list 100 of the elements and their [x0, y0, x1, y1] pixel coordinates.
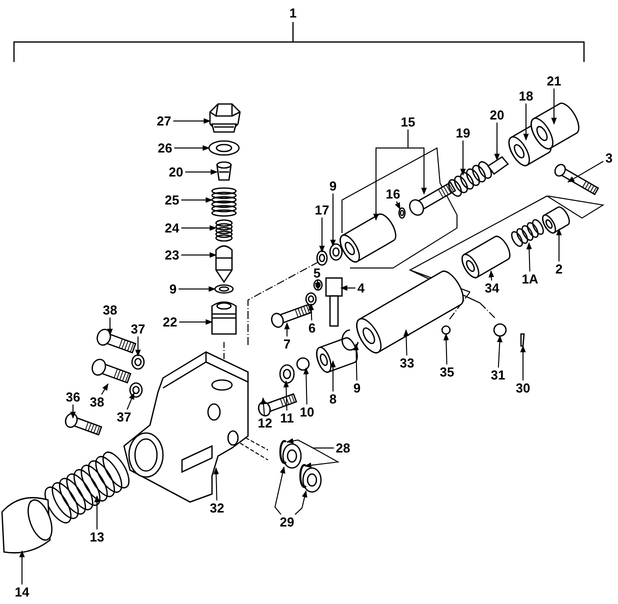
pin-drawing	[554, 164, 600, 196]
o-ring-drawing	[214, 284, 234, 294]
callout-number: 1	[288, 6, 298, 20]
leader-line	[178, 286, 216, 292]
leader-line	[319, 217, 325, 253]
leader-line	[260, 397, 266, 416]
leader-line	[294, 490, 308, 515]
callout-number: 8	[328, 392, 338, 406]
callout-number: 26	[156, 142, 174, 154]
leader-line	[94, 495, 100, 530]
callout-number: 28	[334, 442, 352, 454]
callout-number: 23	[164, 248, 180, 262]
callout-number: 15	[400, 116, 416, 128]
leader-line	[304, 448, 340, 468]
plug-drawing	[302, 467, 322, 493]
callout-number: 34	[484, 282, 500, 294]
leader-line	[488, 270, 494, 281]
leader-line	[274, 466, 286, 515]
snap-ring-drawing	[342, 329, 359, 351]
leader-line	[178, 319, 213, 325]
pin-drawing	[520, 333, 525, 347]
ball	[296, 357, 310, 371]
leader-line	[126, 392, 134, 410]
spring-drawing	[44, 452, 130, 524]
leader-line	[443, 333, 449, 365]
leader-line	[70, 404, 76, 419]
leader-line	[180, 197, 213, 203]
ring-drawing	[398, 207, 406, 219]
callout-number: 14	[14, 586, 30, 598]
callout-number: 13	[88, 530, 106, 544]
callout-number: 38	[102, 304, 118, 316]
bolt-drawing	[64, 412, 102, 436]
ball	[493, 323, 507, 337]
callout-number: 33	[398, 356, 416, 370]
leader-line	[556, 228, 562, 262]
washer-drawing	[313, 279, 323, 291]
snap-ring-drawing	[299, 464, 307, 488]
cap-drawing	[216, 161, 232, 181]
callout-number: 6	[307, 322, 317, 334]
leader-line	[172, 118, 211, 124]
leader-line	[283, 380, 289, 411]
leader-line	[101, 383, 108, 395]
callout-number: 7	[282, 338, 292, 350]
poppet-drawing	[215, 245, 233, 283]
leader-line	[314, 280, 320, 290]
leader-line	[180, 225, 217, 231]
leader-line	[308, 303, 314, 321]
callout-number: 22	[162, 316, 178, 328]
leader-line	[330, 360, 336, 392]
leader-line	[135, 336, 141, 357]
leader-line	[394, 201, 400, 210]
callout-number: 9	[352, 382, 362, 394]
callout-number: 16	[384, 188, 402, 200]
callout-number: 20	[488, 108, 506, 122]
callout-number: 37	[130, 322, 146, 336]
leader-line	[496, 335, 502, 368]
leader-line	[526, 242, 532, 272]
seal-ring-drawing	[208, 140, 240, 156]
bolt-drawing	[92, 358, 132, 384]
leader-line	[403, 329, 409, 356]
ring-drawing	[329, 243, 343, 261]
cap-drawing	[542, 206, 570, 234]
snap-ring-drawing	[279, 440, 287, 464]
callout-number: 36	[64, 390, 82, 404]
callout-number: 30	[514, 382, 532, 394]
callout-number: 18	[518, 90, 534, 102]
washer-drawing	[279, 364, 295, 384]
callout-number: 29	[278, 516, 296, 528]
callout-number: 20	[168, 166, 184, 178]
cylinder-drawing	[462, 236, 510, 278]
ring-drawing	[316, 250, 328, 266]
callout-number: 9	[328, 180, 338, 192]
leader-line	[19, 550, 25, 585]
leader-line	[284, 322, 290, 337]
leader-line	[340, 285, 356, 291]
leader-line	[520, 345, 526, 381]
callout-number: 10	[298, 406, 316, 418]
leader-line	[213, 467, 219, 501]
callout-number: 27	[156, 114, 172, 128]
leader-line	[551, 88, 557, 125]
poppet-drawing	[487, 156, 509, 175]
leader-line	[303, 367, 309, 405]
sleeve-drawing	[211, 301, 237, 335]
leader-line	[180, 252, 217, 258]
cap-drawing	[1, 497, 52, 554]
callout-number: 12	[256, 416, 274, 430]
leader-line	[523, 103, 529, 141]
callout-number: 21	[546, 74, 562, 88]
leader-line	[408, 129, 427, 195]
spring-drawing	[448, 161, 492, 197]
cylinder-drawing	[316, 337, 358, 373]
plug-drawing	[282, 443, 302, 469]
callout-number: 24	[164, 222, 180, 234]
leader-line	[567, 160, 604, 182]
cylinder-drawing	[356, 270, 464, 354]
washer-drawing	[129, 382, 143, 398]
callout-number: 2	[554, 262, 564, 276]
leader-line	[174, 145, 210, 151]
leader-line	[353, 343, 359, 381]
callout-number: 32	[208, 502, 226, 514]
